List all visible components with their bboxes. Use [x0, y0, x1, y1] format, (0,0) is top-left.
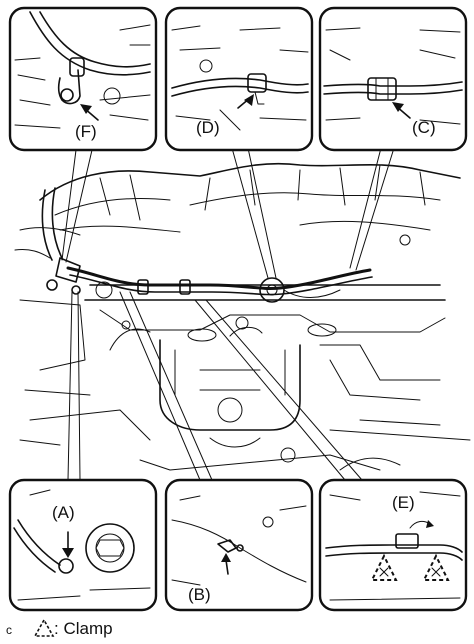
dashed-triangle-icon — [422, 553, 450, 581]
arrow-icon — [392, 102, 404, 112]
arrow-icon — [80, 104, 92, 114]
legend-clamp-label: : Clamp — [54, 619, 113, 638]
legend-corner-code: c — [6, 623, 12, 637]
callout-f-label: (F) — [75, 122, 97, 141]
detail-panel-c: (C) — [318, 6, 468, 152]
dashed-triangle-icon — [370, 553, 398, 581]
arrow-icon — [426, 520, 434, 528]
callout-c-label: (C) — [412, 118, 436, 137]
callout-a-label: (A) — [52, 503, 75, 522]
leader-lines — [61, 147, 395, 481]
callout-e-label: (E) — [392, 493, 415, 512]
engine-underbody-illustration — [14, 162, 471, 471]
detail-panel-b: (B) — [164, 478, 314, 612]
callout-b-label: (B) — [188, 585, 211, 604]
arrow-icon — [244, 94, 254, 106]
arrow-icon — [62, 548, 74, 558]
arrow-icon — [221, 553, 231, 562]
callout-d-label: (D) — [196, 118, 220, 137]
detail-panel-a: (A) — [8, 478, 158, 612]
detail-panel-e: (E) — [318, 478, 468, 612]
legend: c : Clamp — [6, 618, 113, 638]
detail-panel-f: (F) — [8, 6, 158, 152]
dashed-triangle-icon — [33, 618, 55, 637]
detail-panel-d: (D) — [164, 6, 314, 152]
